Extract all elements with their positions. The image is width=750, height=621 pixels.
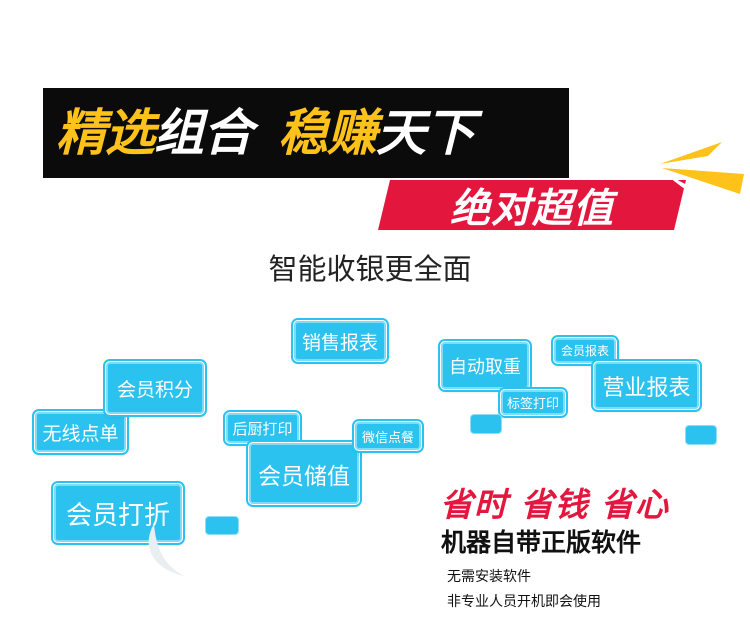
headline-part-2: 组合 <box>154 104 253 162</box>
tag-kitchen-print: 后厨打印 <box>226 413 299 443</box>
decor-pill <box>470 414 502 434</box>
note-easy-use: 非专业人员开机即会使用 <box>447 594 601 610</box>
decor-pill <box>685 425 717 445</box>
tag-sales-report: 销售报表 <box>294 321 386 361</box>
tag-wireless-order: 无线点单 <box>35 412 126 452</box>
tag-member-points: 会员积分 <box>106 362 204 414</box>
value-banner-text: 绝对超值 <box>450 186 614 232</box>
note-no-install: 无需安装软件 <box>447 569 531 585</box>
tag-member-report: 会员报表 <box>554 338 616 363</box>
machine-software-text: 机器自带正版软件 <box>441 528 642 557</box>
tag-label-print: 标签打印 <box>501 390 565 415</box>
headline-banner <box>43 88 569 178</box>
tag-business-report: 营业报表 <box>594 362 699 409</box>
decor-pill <box>205 516 239 535</box>
tag-member-discount: 会员打折 <box>54 484 182 542</box>
headline: 精选 组合 稳赚 天下 <box>56 100 475 166</box>
burst-rays-graphic <box>660 142 744 208</box>
headline-part-3: 稳赚 <box>278 104 377 162</box>
headline-part-1: 精选 <box>56 104 155 162</box>
subtitle: 智能收银更全面 <box>268 252 472 286</box>
tag-auto-weigh: 自动取重 <box>441 342 529 389</box>
tag-member-stored-value: 会员储值 <box>249 443 359 504</box>
value-banner <box>378 180 686 230</box>
slogan: 省时 省钱 省心 <box>440 485 669 524</box>
headline-part-4: 天下 <box>376 104 475 162</box>
swoosh-graphic <box>148 524 184 576</box>
tag-wechat-order: 微信点餐 <box>355 422 421 450</box>
